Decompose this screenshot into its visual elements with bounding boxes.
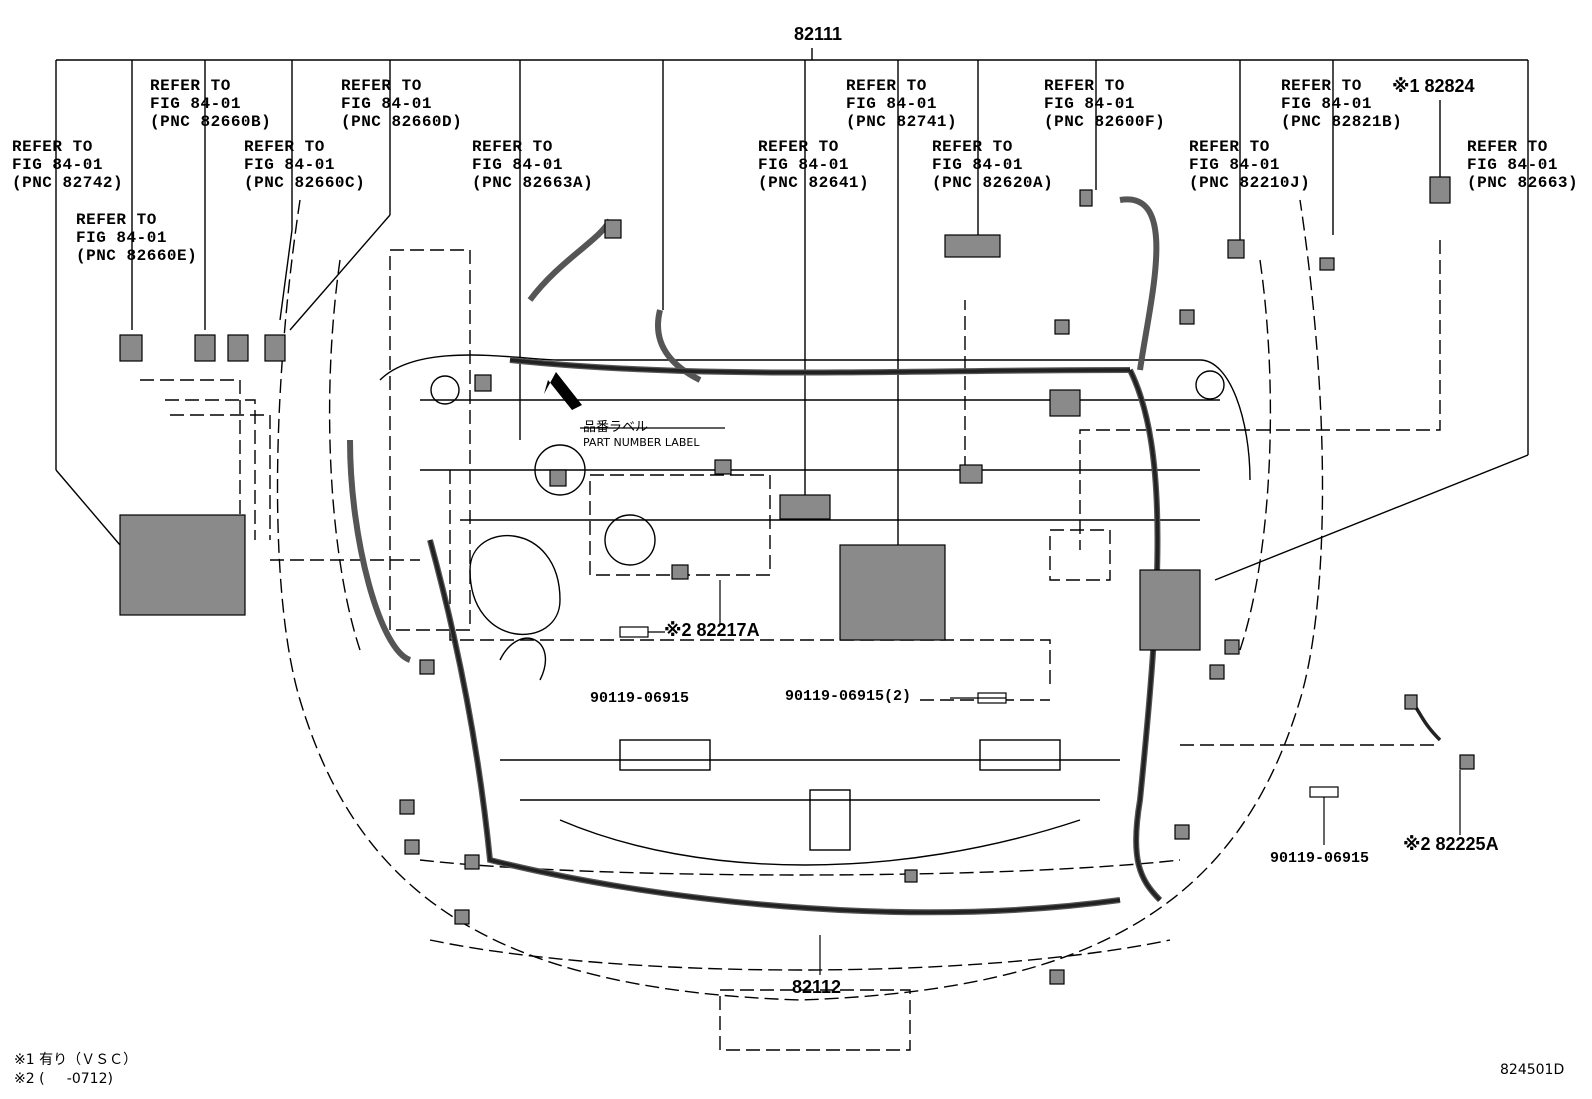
part-number-label-en: PART NUMBER LABEL bbox=[583, 436, 700, 449]
part-number-82217A: ※2 82217A bbox=[664, 620, 760, 640]
connector-82660E bbox=[119, 334, 143, 362]
connector-82663 bbox=[1139, 569, 1201, 651]
footnote-2: ※2 ( -0712) bbox=[14, 1071, 113, 1087]
bolt-icon bbox=[1309, 786, 1339, 798]
connector-82210J bbox=[1227, 239, 1245, 259]
bolt-part-number-a: 90119-06915 bbox=[590, 690, 690, 707]
connector-82620A bbox=[944, 234, 1001, 258]
connector-82821B bbox=[1319, 257, 1335, 271]
figure-code: 824501D bbox=[1500, 1062, 1565, 1078]
connector-82660B bbox=[194, 334, 216, 362]
arrow-icon bbox=[544, 372, 582, 410]
sensor-82824 bbox=[1429, 176, 1451, 204]
connector-82600F bbox=[1079, 189, 1093, 207]
sensor-82225A bbox=[1459, 754, 1475, 770]
bolt-part-number-b: 90119-06915(2) bbox=[785, 688, 912, 705]
connector-82660C bbox=[227, 334, 249, 362]
abs-actuator bbox=[119, 514, 246, 616]
part-number-82824: ※1 82824 bbox=[1392, 76, 1475, 96]
relay-block-82741 bbox=[839, 544, 946, 641]
part-number-82111: 82111 bbox=[794, 24, 843, 44]
connector-82660D bbox=[264, 334, 286, 362]
part-number-label-jp: 品番ラベル bbox=[583, 420, 649, 435]
part-number-82112: 82112 bbox=[792, 977, 842, 997]
bolt-icon bbox=[619, 626, 649, 638]
connector-82641 bbox=[779, 494, 831, 520]
footnote-1: ※1 有り（ＶＳＣ） bbox=[14, 1052, 138, 1068]
bolt-part-number-c: 90119-06915 bbox=[1270, 850, 1370, 867]
part-number-82225A: ※2 82225A bbox=[1403, 834, 1499, 854]
